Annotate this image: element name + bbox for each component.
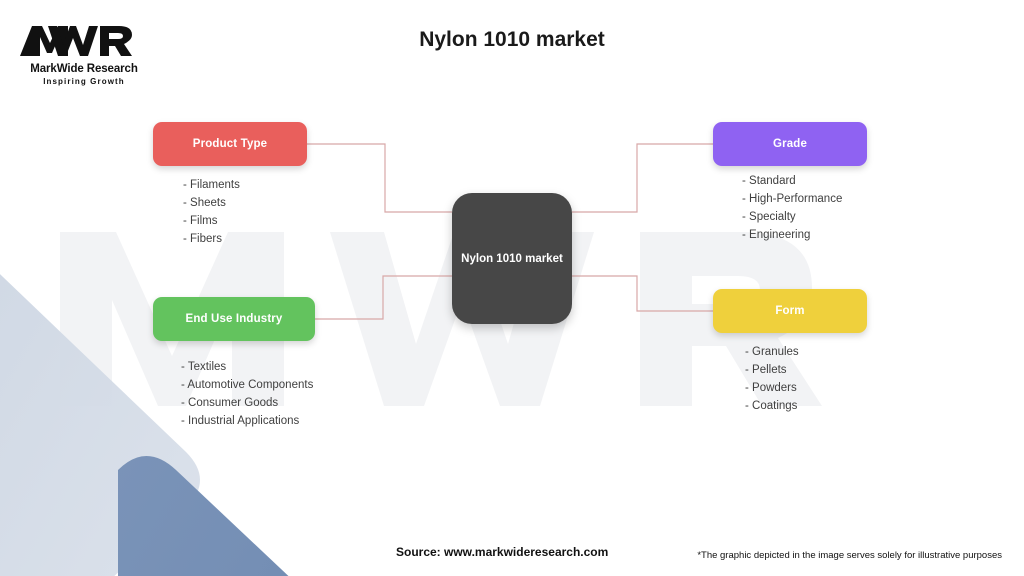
brand-tagline: Inspiring Growth <box>43 77 125 86</box>
list-item: - High-Performance <box>742 193 843 205</box>
connector-product-type <box>307 143 452 213</box>
list-item: - Industrial Applications <box>181 415 300 427</box>
list-item: - Engineering <box>742 229 811 241</box>
branch-node-product-type[interactable]: Product Type <box>153 122 307 166</box>
center-node-label: Nylon 1010 market <box>461 252 563 265</box>
connector-form <box>572 275 717 312</box>
list-item: - Textiles <box>181 361 227 373</box>
list-item: - Fibers <box>183 233 222 245</box>
list-item: - Granules <box>745 346 799 358</box>
brand-name: MarkWide Research <box>30 63 138 75</box>
branch-label-form: Form <box>775 305 805 317</box>
source-text: Source: www.markwideresearch.com <box>396 545 609 559</box>
branch-items-grade: - Standard - High-Performance - Specialt… <box>742 172 842 244</box>
list-item: - Consumer Goods <box>181 397 279 409</box>
list-item: - Standard <box>742 175 796 187</box>
page-title: Nylon 1010 market <box>419 28 605 51</box>
brand-logo: MarkWide Research Inspiring Growth <box>18 22 150 86</box>
branch-items-form: - Granules - Pellets - Powders - Coating… <box>745 343 799 415</box>
branch-label-grade: Grade <box>773 138 807 150</box>
list-item: - Sheets <box>183 197 226 209</box>
branch-items-product-type: - Filaments - Sheets - Films - Fibers <box>183 176 240 248</box>
list-item: - Films <box>183 215 218 227</box>
list-item: - Specialty <box>742 211 796 223</box>
list-item: - Coatings <box>745 400 798 412</box>
disclaimer-text: *The graphic depicted in the image serve… <box>697 550 1002 561</box>
branch-label-end-use-industry: End Use Industry <box>185 313 283 325</box>
branch-label-product-type: Product Type <box>192 138 268 150</box>
branch-node-grade[interactable]: Grade <box>713 122 867 166</box>
mwr-logo-icon <box>20 26 132 56</box>
connector-grade <box>572 143 717 213</box>
connector-end-use-industry <box>315 275 452 320</box>
branch-node-form[interactable]: Form <box>713 289 867 333</box>
branch-items-end-use-industry: - Textiles - Automotive Components - Con… <box>181 358 313 430</box>
list-item: - Pellets <box>745 364 787 376</box>
branch-node-end-use-industry[interactable]: End Use Industry <box>153 297 315 341</box>
list-item: - Automotive Components <box>181 379 314 391</box>
list-item: - Powders <box>745 382 797 394</box>
center-node[interactable]: Nylon 1010 market <box>452 193 572 324</box>
list-item: - Filaments <box>183 179 240 191</box>
